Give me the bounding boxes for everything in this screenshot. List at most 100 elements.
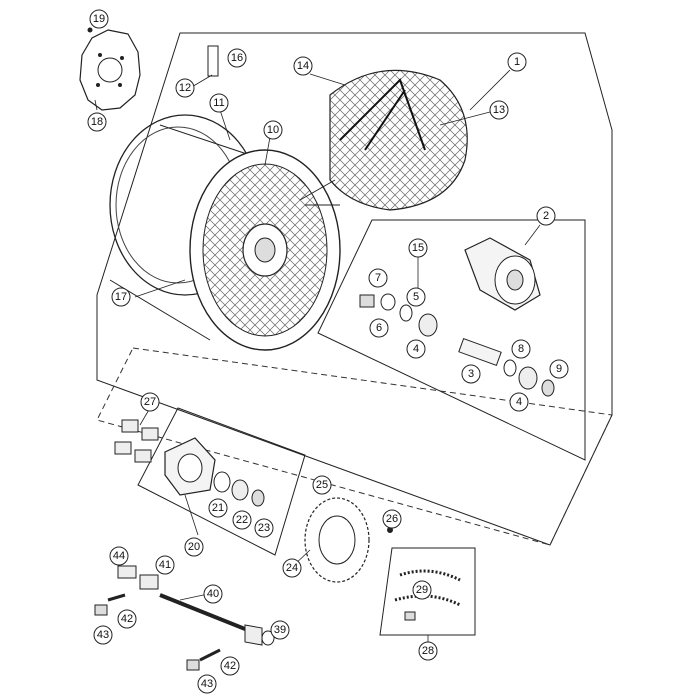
hub-kit-outline	[317, 219, 586, 461]
callout-21: 21	[208, 498, 228, 518]
callout-26: 26	[382, 509, 402, 529]
callout-circle	[155, 555, 175, 575]
callout-43a: 43	[93, 625, 113, 645]
callout-circle	[232, 510, 252, 530]
callout-circle	[208, 498, 228, 518]
callout-27: 27	[140, 392, 160, 412]
callout-label: 7	[375, 272, 381, 284]
callout-label: 42	[121, 613, 133, 625]
callout-circle	[511, 339, 531, 359]
callout-41: 41	[155, 555, 175, 575]
callout-circle	[369, 318, 389, 338]
callout-28: 28	[418, 641, 438, 661]
callout-14: 14	[293, 56, 313, 76]
callout-label: 21	[212, 502, 224, 514]
callout-label: 2	[543, 210, 549, 222]
rear-sprocket	[304, 482, 393, 583]
callout-circle	[461, 364, 481, 384]
callout-label: 1	[514, 56, 520, 68]
callout-circle	[93, 625, 113, 645]
callout-6: 6	[369, 318, 389, 338]
callout-43b: 43	[197, 674, 217, 694]
callout-circle	[507, 52, 527, 72]
callout-circle	[489, 100, 509, 120]
callout-label: 44	[113, 550, 125, 562]
sprocket-carrier	[164, 437, 265, 507]
callout-12: 12	[175, 78, 195, 98]
callout-29: 29	[412, 580, 432, 600]
callout-circle	[406, 339, 426, 359]
callout-label: 25	[316, 479, 328, 491]
callout-label: 15	[412, 242, 424, 254]
callout-42b: 42	[220, 656, 240, 676]
callout-7: 7	[368, 268, 388, 288]
callout-label: 24	[286, 562, 298, 574]
axle-assembly	[94, 565, 275, 671]
leader-lines	[94, 69, 541, 642]
callout-label: 41	[159, 559, 171, 571]
callout-label: 29	[416, 584, 428, 596]
callout-circle	[89, 9, 109, 29]
hub-kit-parts	[359, 293, 555, 397]
callout-label: 8	[518, 343, 524, 355]
chain-link-set	[394, 569, 461, 621]
callout-circle	[282, 558, 302, 578]
callout-label: 3	[468, 368, 474, 380]
callout-circle	[203, 584, 223, 604]
callout-label: 28	[422, 645, 434, 657]
callout-circle	[312, 475, 332, 495]
callout-circle	[549, 359, 569, 379]
callout-label: 17	[115, 291, 127, 303]
brake-disc	[79, 29, 141, 111]
callout-circle	[140, 392, 160, 412]
callout-20: 20	[184, 537, 204, 557]
callout-10: 10	[263, 120, 283, 140]
callout-circle	[175, 78, 195, 98]
callout-2: 2	[536, 206, 556, 226]
wheel-rim	[109, 114, 341, 351]
callout-label: 23	[258, 522, 270, 534]
callout-label: 13	[493, 104, 505, 116]
part-number-callouts: 1234456789101112131415161718192021222324…	[87, 9, 569, 694]
callout-15: 15	[408, 238, 428, 258]
callout-4a: 4	[406, 339, 426, 359]
callout-42a: 42	[117, 609, 137, 629]
callout-circle	[406, 287, 426, 307]
callout-label: 4	[413, 343, 419, 355]
callout-circle	[209, 93, 229, 113]
callout-label: 12	[179, 82, 191, 94]
callout-5: 5	[406, 287, 426, 307]
callout-label: 39	[274, 624, 286, 636]
callout-circle	[536, 206, 556, 226]
callout-circle	[111, 287, 131, 307]
callout-circle	[263, 120, 283, 140]
callout-17: 17	[111, 287, 131, 307]
callout-circle	[382, 509, 402, 529]
bolt-kit-icon	[207, 45, 219, 77]
callout-label: 18	[91, 116, 103, 128]
callout-label: 42	[224, 660, 236, 672]
callout-label: 10	[267, 124, 279, 136]
callout-circle	[418, 641, 438, 661]
callout-44: 44	[109, 546, 129, 566]
callout-label: 22	[236, 514, 248, 526]
sprocket-group-outline	[96, 347, 613, 546]
callout-1: 1	[507, 52, 527, 72]
callout-39: 39	[270, 620, 290, 640]
callout-label: 43	[97, 629, 109, 641]
callout-circle	[293, 56, 313, 76]
callout-circle	[197, 674, 217, 694]
callout-label: 26	[386, 513, 398, 525]
callout-label: 11	[213, 97, 224, 109]
callout-circle	[412, 580, 432, 600]
callout-circle	[117, 609, 137, 629]
cush-drive-rubbers	[114, 419, 159, 463]
callout-label: 20	[188, 541, 200, 553]
callout-9: 9	[549, 359, 569, 379]
callout-22: 22	[232, 510, 252, 530]
callout-25: 25	[312, 475, 332, 495]
callout-label: 4	[516, 396, 522, 408]
callout-8: 8	[511, 339, 531, 359]
